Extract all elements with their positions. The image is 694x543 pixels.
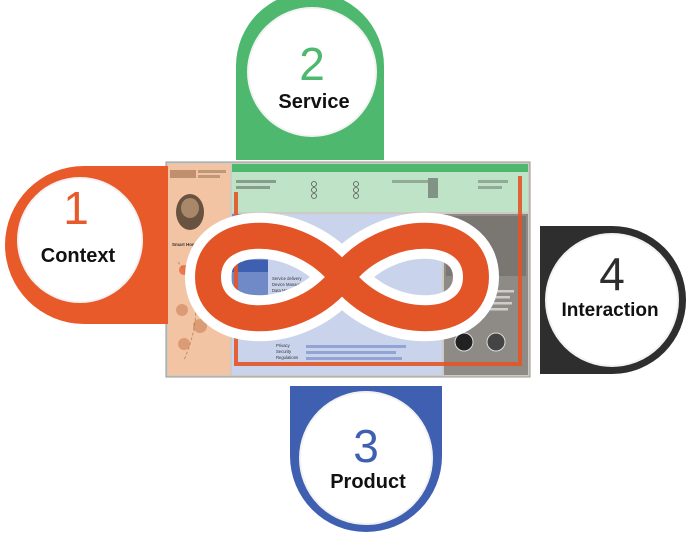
middle-item: Device Management <box>272 282 311 287</box>
lower-item: Privacy <box>276 343 291 348</box>
context-node: 1 Context <box>5 166 168 324</box>
interaction-number: 4 <box>599 248 625 300</box>
board-path <box>234 176 522 366</box>
product-circle <box>299 391 433 525</box>
infinity-loop-icon <box>185 212 499 342</box>
interaction-circle <box>545 233 679 367</box>
service-node: 2 Service <box>236 0 384 160</box>
lower-item: Regulations <box>276 355 298 360</box>
context-number: 1 <box>63 182 89 234</box>
service-circle <box>247 7 377 137</box>
interaction-node: 4 Interaction <box>540 226 686 374</box>
infinity-loop-stroke <box>195 222 489 332</box>
context-label: Context <box>41 245 116 267</box>
lower-item: Security <box>276 349 292 354</box>
context-circle <box>17 177 143 303</box>
service-label: Service <box>278 91 349 113</box>
product-number: 3 <box>353 420 379 472</box>
board-lower-items: Privacy Security Regulations <box>276 343 298 360</box>
service-number: 2 <box>299 38 325 90</box>
middle-item: Service delivery <box>272 276 302 281</box>
interaction-label: Interaction <box>561 300 658 321</box>
product-label: Product <box>330 471 406 493</box>
product-node: 3 Product <box>290 386 442 532</box>
